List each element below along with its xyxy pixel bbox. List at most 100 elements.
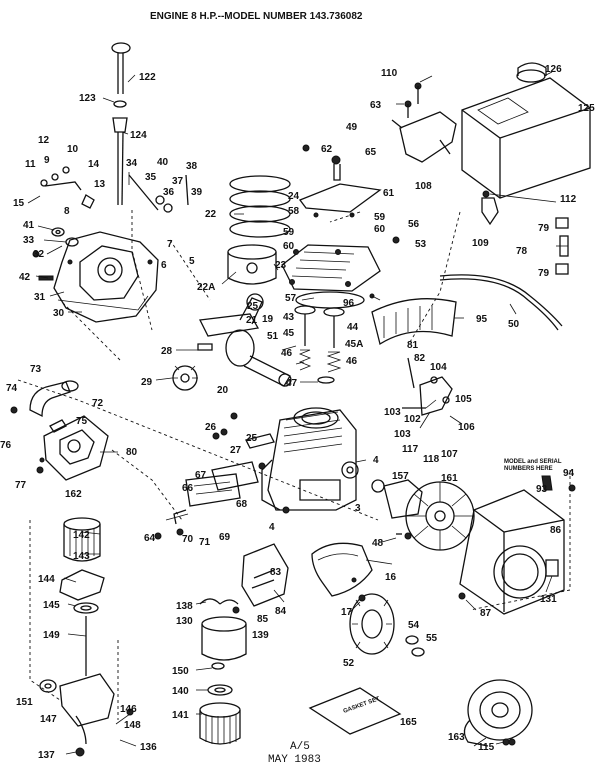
part-label: 148 — [124, 720, 141, 731]
cylinder-head — [281, 244, 381, 309]
part-label: 44 — [347, 322, 359, 333]
part-label: 138 — [176, 601, 193, 612]
piston-rings-and-piston — [227, 175, 291, 285]
part-label: 79 — [538, 223, 550, 234]
governor-linkage — [40, 166, 189, 213]
breather-plate — [298, 155, 382, 218]
part-label: 6 — [161, 260, 167, 271]
air-cleaner-housing — [241, 543, 289, 607]
part-label: 103 — [384, 407, 401, 418]
part-label: 151 — [16, 697, 33, 708]
part-label: 26 — [205, 422, 217, 433]
part-label: 137 — [38, 750, 55, 761]
part-label: 72 — [92, 398, 104, 409]
part-label: 56 — [408, 219, 420, 230]
part-label: 62 — [321, 144, 333, 155]
part-label: 136 — [140, 742, 157, 753]
part-label: 59 — [283, 227, 295, 238]
part-label: 118 — [423, 454, 440, 465]
part-label: 59 — [374, 212, 386, 223]
part-label: 74 — [6, 383, 18, 394]
part-label: 76 — [0, 440, 12, 451]
part-label: 22 — [205, 209, 217, 220]
part-label: 108 — [415, 181, 432, 192]
part-label: 86 — [550, 525, 562, 536]
part-label: 49 — [346, 122, 358, 133]
part-label: 51 — [267, 331, 279, 342]
part-label: 14 — [88, 159, 100, 170]
part-label: 80 — [126, 447, 138, 458]
part-label: 21 — [246, 315, 258, 326]
part-label: 55 — [426, 633, 438, 644]
model-serial-note-line1: MODEL and SERIAL NUMBERS HERE — [504, 459, 563, 472]
part-label: 109 — [472, 238, 489, 249]
part-label: 32 — [33, 249, 45, 260]
part-label: 41 — [23, 220, 35, 231]
part-label: 47 — [286, 378, 298, 389]
part-label: 65 — [365, 147, 377, 158]
model-serial-note-line: NUMBERS HERE — [504, 466, 553, 472]
valves-and-springs — [294, 305, 345, 384]
part-label: 39 — [191, 187, 203, 198]
part-label: 3 — [355, 503, 361, 514]
intake-elbow — [10, 380, 79, 418]
part-label: 157 — [392, 471, 409, 482]
part-label: 139 — [252, 630, 269, 641]
part-label: 43 — [283, 312, 295, 323]
part-label: 58 — [288, 206, 300, 217]
part-label: 40 — [157, 157, 169, 168]
part-label: 27 — [230, 445, 242, 456]
model-serial-note: MODEL and SERIAL — [504, 459, 562, 465]
part-label: 78 — [516, 246, 528, 257]
part-label: 8 — [64, 206, 70, 217]
part-label: 124 — [130, 130, 147, 141]
part-label: 93 — [536, 484, 548, 495]
part-label: 84 — [275, 606, 287, 617]
part-label: 10 — [67, 144, 79, 155]
part-label: 46 — [281, 348, 293, 359]
part-label: 94 — [563, 468, 575, 479]
part-label: 23 — [275, 260, 287, 271]
muffler-gaskets — [173, 433, 275, 525]
part-label: 13 — [94, 179, 106, 190]
rewind-starter — [463, 679, 533, 747]
part-label: 149 — [43, 630, 60, 641]
part-label: 22A — [197, 282, 215, 293]
diagram-title: ENGINE 8 H.P.--MODEL NUMBER 143.736082 — [150, 11, 363, 22]
engine-block — [261, 407, 359, 511]
part-label: 4 — [373, 455, 379, 466]
part-label: 70 — [182, 534, 194, 545]
part-label: 96 — [343, 298, 355, 309]
part-label: 42 — [19, 272, 31, 283]
part-label: 5 — [189, 256, 195, 267]
part-label: 54 — [408, 620, 420, 631]
part-label: 68 — [236, 499, 248, 510]
part-label: 145 — [43, 600, 60, 611]
part-label: 165 — [400, 717, 417, 728]
part-label: 57 — [285, 293, 297, 304]
starter-cup-shield — [311, 542, 373, 597]
ignition-armature — [371, 479, 423, 535]
part-label: 17 — [341, 607, 353, 618]
part-label: 126 — [545, 64, 562, 75]
part-label: 7 — [167, 239, 173, 250]
part-label: 53 — [415, 239, 427, 250]
part-label: 11 — [25, 159, 36, 170]
part-label: 161 — [441, 473, 458, 484]
part-label: 66 — [182, 483, 194, 494]
part-label: 112 — [560, 194, 577, 205]
governor-control-bracket — [402, 357, 453, 429]
part-label: 115 — [478, 742, 495, 753]
part-label: 130 — [176, 616, 193, 627]
dipstick-assembly — [111, 42, 131, 206]
part-label: 33 — [23, 235, 35, 246]
part-label: 16 — [385, 572, 397, 583]
part-label: 30 — [53, 308, 65, 319]
leader-lines — [27, 71, 568, 755]
gasket-set-note: GASKET SET — [343, 696, 381, 715]
part-label: 81 — [407, 340, 419, 351]
part-label: 131 — [540, 594, 557, 605]
carburetor — [39, 415, 109, 481]
part-label: 122 — [139, 72, 156, 83]
oil-filter-parts — [39, 517, 115, 757]
